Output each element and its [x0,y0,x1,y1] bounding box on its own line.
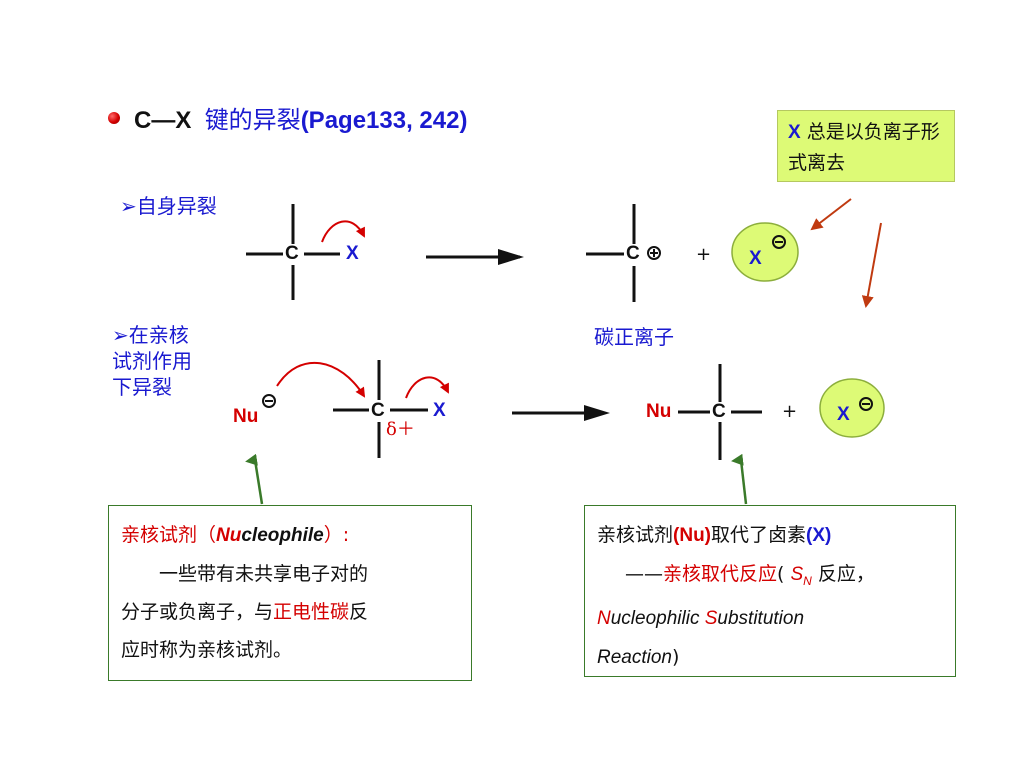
note-x: X [788,122,801,143]
arrow-bullet-icon: ➢ [112,323,129,347]
box-right-line1: 亲核试剂(Nu)取代了卤素(X) [597,524,832,546]
r2-halogen: X [433,400,446,421]
section1-label: ➢自身异裂 [120,193,217,219]
negative-charge-icon [859,397,873,411]
r2-anion: X [837,404,850,425]
r1-plus: + [696,244,712,265]
box-left-line1: 亲核试剂（Nucleophile）: [121,524,350,546]
section2-line1: 在亲核 [128,323,189,347]
r2-product-nu: Nu [646,401,672,422]
negative-charge-icon [772,235,786,249]
r2-product-carbon: C [712,401,726,422]
anion2-circle [819,378,885,438]
title-bond: C—X [134,107,192,134]
box-right-line2: ——亲核取代反应( SN 反应， [625,563,875,588]
positive-charge-icon [647,246,661,260]
r2-nucleophile: Nu [233,406,259,427]
box-left-line3: 分子或负离子，与正电性碳反 [121,601,369,623]
section1-text: 自身异裂 [136,194,217,218]
r1-anion: X [749,248,762,269]
box-left-arrow [245,453,264,505]
r2-delta-plus: δ＋ [386,419,415,440]
r2-carbon: C [371,400,385,421]
section2-line3: 下异裂 [112,375,172,399]
box-left-line4: 应时称为亲核试剂。 [121,639,293,661]
arrow-bullet-icon: ➢ [120,194,137,218]
product-bonds [678,364,762,460]
negative-charge-icon [262,394,276,408]
anion1-circle [731,222,799,282]
r1-halogen: X [346,243,359,264]
nucleophile-definition-box: 亲核试剂（Nucleophile）: 一些带有未共享电子对的 分子或负离子，与正… [108,505,472,681]
note-arrow-2 [861,222,882,308]
reaction1-reactant-bonds [246,204,340,300]
r1-carbocation: C [626,243,640,264]
substitution-definition-box: 亲核试剂(Nu)取代了卤素(X) ——亲核取代反应( SN 反应， Nucleo… [584,505,956,677]
reaction2-reactant-bonds [333,360,428,458]
note-text: 总是以负离子形式离去 [788,121,940,174]
carbocation-caption: 碳正离子 [594,325,674,349]
title-cjk: 键的异裂 [204,106,301,134]
section2-line2: 试剂作用 [112,349,192,373]
box-right-line3: Nucleophilic Substitution [597,607,805,629]
slide-title: C—X 键的异裂(Page133, 242) [134,100,467,135]
electron-shift-arrow [321,220,365,243]
r2-plus: + [782,401,798,422]
leaving-group-note: X 总是以负离子形式离去 [777,110,955,182]
section2-label: ➢在亲核 试剂作用 下异裂 [112,322,232,400]
r1-carbon: C [285,243,299,264]
note-arrow-1 [810,198,852,231]
leaving-group-arrow [405,376,449,399]
box-right-line4: Reaction) [597,645,680,668]
box-right-arrow [731,453,748,505]
carbocation-bonds [586,204,636,302]
box-left-line2: 一些带有未共享电子对的 [159,563,369,585]
title-page-ref: (Page133, 242) [300,107,468,134]
title-bullet [108,112,120,124]
nucleophile-attack-arrow [276,361,366,398]
